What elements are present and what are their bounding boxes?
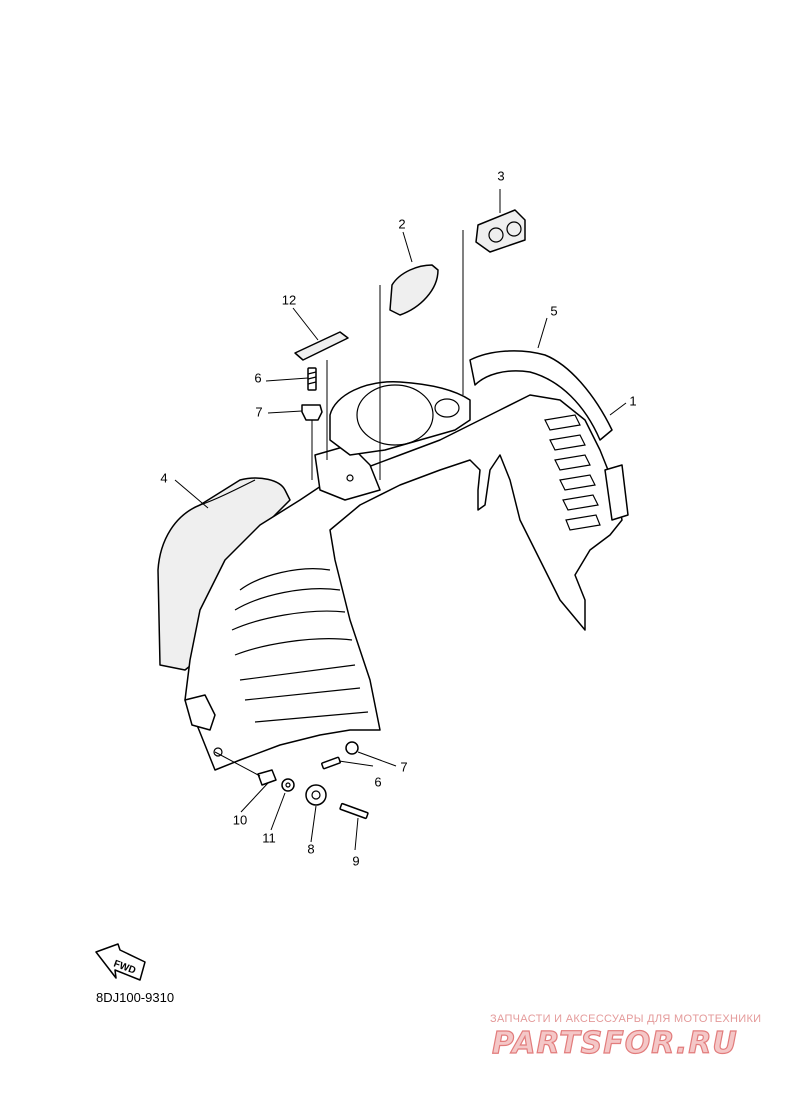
part-1-leg-shield <box>184 394 629 771</box>
callout-6-lower: 6 <box>374 774 381 789</box>
part-8-damper <box>305 784 327 806</box>
callout-8: 8 <box>307 841 314 856</box>
watermark-logo: PARTSFOR.RU <box>492 1026 738 1061</box>
part-5-top-cover <box>469 350 613 441</box>
part-11-washer <box>281 778 295 792</box>
callout-5: 5 <box>550 303 557 318</box>
callout-10: 10 <box>233 812 247 827</box>
callout-4: 4 <box>160 470 167 485</box>
watermark-tagline: ЗАПЧАСТИ И АКСЕССУАРЫ ДЛЯ МОТОТЕХНИКИ <box>490 1013 761 1025</box>
part-10-collar <box>257 769 277 786</box>
part-3-plate <box>475 209 526 253</box>
callout-7-lower: 7 <box>400 759 407 774</box>
part-7-grommet-lower <box>345 741 359 755</box>
watermark: ЗАПЧАСТИ И АКСЕССУАРЫ ДЛЯ МОТОТЕХНИКИ PA… <box>490 1013 761 1062</box>
callout-6-upper: 6 <box>254 370 261 385</box>
callout-11: 11 <box>262 830 276 845</box>
callout-2: 2 <box>398 216 405 231</box>
callout-1: 1 <box>629 393 636 408</box>
fwd-arrow-icon: FWD <box>95 943 146 981</box>
part-6-screw-upper <box>307 367 317 391</box>
meter-housing <box>329 381 471 456</box>
part-9-bolt <box>339 802 369 820</box>
part-12-strip <box>294 331 349 361</box>
callout-12: 12 <box>282 292 296 307</box>
callout-labels: 1 2 3 4 5 6 7 12 6 7 10 11 8 9 <box>160 168 636 868</box>
part-7-grommet-upper <box>301 404 323 421</box>
callout-9: 9 <box>352 853 359 868</box>
callout-7-upper: 7 <box>255 404 262 419</box>
part-code-label: 8DJ100-9310 <box>96 990 174 1005</box>
leader-lines <box>174 189 627 851</box>
part-6-screw-lower <box>321 756 341 770</box>
callout-3: 3 <box>497 168 504 183</box>
part-2-cover <box>389 264 439 316</box>
